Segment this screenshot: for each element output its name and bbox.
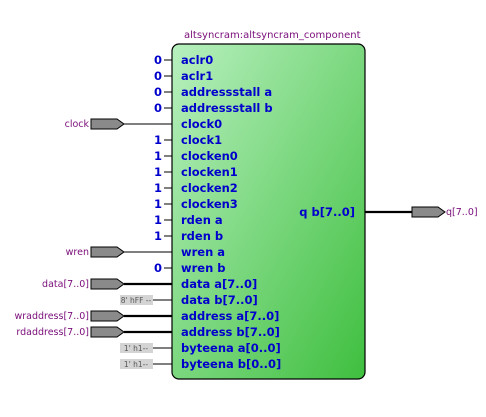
port-label: clocken1	[181, 165, 238, 179]
port-clocken3[interactable]: clocken3 1	[154, 197, 238, 211]
port-aclr0[interactable]: aclr0 0	[154, 53, 213, 67]
port-address-a[interactable]: address a[7..0] wraddress[7..0]	[14, 309, 279, 323]
right-ports: q b[7..0] q[7..0]	[299, 205, 477, 219]
constant-value: 1	[154, 133, 162, 147]
constant-value: 0	[154, 261, 162, 275]
port-label: addressstall b	[181, 101, 273, 115]
port-clocken2[interactable]: clocken2 1	[154, 181, 238, 195]
component-title: altsyncram:altsyncram_component	[184, 30, 361, 41]
port-clock1[interactable]: clock1 1	[154, 133, 222, 147]
port-label: aclr1	[181, 69, 213, 83]
port-label: data a[7..0]	[181, 277, 257, 291]
constant-value: 1	[154, 229, 162, 243]
literal-value: 8' hFF --	[121, 296, 152, 305]
literal-box	[120, 343, 153, 353]
signal-name: data[7..0]	[42, 279, 89, 290]
constant-value: 1	[154, 149, 162, 163]
literal-value: 1' h1--	[124, 344, 148, 353]
signal-name: wraddress[7..0]	[14, 311, 89, 322]
port-q-b[interactable]: q b[7..0] q[7..0]	[299, 205, 477, 219]
input-pin-icon[interactable]	[90, 310, 125, 322]
port-label: clocken2	[181, 181, 238, 195]
port-rden-b[interactable]: rden b 1	[154, 229, 223, 243]
port-label: byteena a[0..0]	[181, 341, 281, 355]
port-clocken0[interactable]: clocken0 1	[154, 149, 238, 163]
signal-name: rdaddress[7..0]	[16, 327, 89, 338]
port-label: rden b	[181, 229, 223, 243]
port-clocken1[interactable]: clocken1 1	[154, 165, 238, 179]
port-label: clock1	[181, 133, 222, 147]
port-label: data b[7..0]	[181, 293, 258, 307]
port-label: address a[7..0]	[181, 309, 279, 323]
port-rden-a[interactable]: rden a 1	[154, 213, 223, 227]
port-label: clocken3	[181, 197, 238, 211]
port-data-b[interactable]: data b[7..0] 8' hFF --	[120, 293, 258, 307]
port-address-b[interactable]: address b[7..0] rdaddress[7..0]	[16, 325, 280, 339]
port-clock0[interactable]: clock0 clock	[65, 117, 223, 131]
constant-value: 1	[154, 213, 162, 227]
port-byteena-a[interactable]: byteena a[0..0] 1' h1--	[120, 341, 281, 355]
literal-value: 1' h1--	[124, 360, 148, 369]
input-pin-icon[interactable]	[90, 246, 125, 258]
constant-value: 0	[154, 101, 162, 115]
port-label: q b[7..0]	[299, 205, 355, 219]
input-pin-icon[interactable]	[90, 326, 125, 338]
port-label: rden a	[181, 213, 223, 227]
port-label: clock0	[181, 117, 222, 131]
port-byteena-b[interactable]: byteena b[0..0] 1' h1--	[120, 357, 281, 371]
port-label: address b[7..0]	[181, 325, 280, 339]
port-addressstall-a[interactable]: addressstall a 0	[154, 85, 272, 99]
port-label: byteena b[0..0]	[181, 357, 281, 371]
port-label: wren b	[181, 261, 226, 275]
literal-box	[120, 359, 153, 369]
port-wren-a[interactable]: wren a wren	[66, 245, 225, 259]
signal-name: wren	[66, 247, 89, 258]
port-label: clocken0	[181, 149, 238, 163]
constant-value: 1	[154, 181, 162, 195]
constant-value: 0	[154, 53, 162, 67]
constant-value: 1	[154, 165, 162, 179]
port-aclr1[interactable]: aclr1 0	[154, 69, 213, 83]
signal-name: clock	[65, 119, 90, 130]
literal-box	[120, 295, 153, 305]
constant-value: 1	[154, 197, 162, 211]
signal-name: q[7..0]	[446, 207, 478, 218]
port-wren-b[interactable]: wren b 0	[154, 261, 226, 275]
port-data-a[interactable]: data a[7..0] data[7..0]	[42, 277, 257, 291]
port-label: aclr0	[181, 53, 213, 67]
input-pin-icon[interactable]	[90, 278, 125, 290]
constant-value: 0	[154, 85, 162, 99]
input-pin-icon[interactable]	[90, 118, 125, 130]
port-label: addressstall a	[181, 85, 272, 99]
port-label: wren a	[181, 245, 225, 259]
port-addressstall-b[interactable]: addressstall b 0	[154, 101, 273, 115]
constant-value: 0	[154, 69, 162, 83]
output-pin-icon[interactable]	[411, 206, 446, 218]
